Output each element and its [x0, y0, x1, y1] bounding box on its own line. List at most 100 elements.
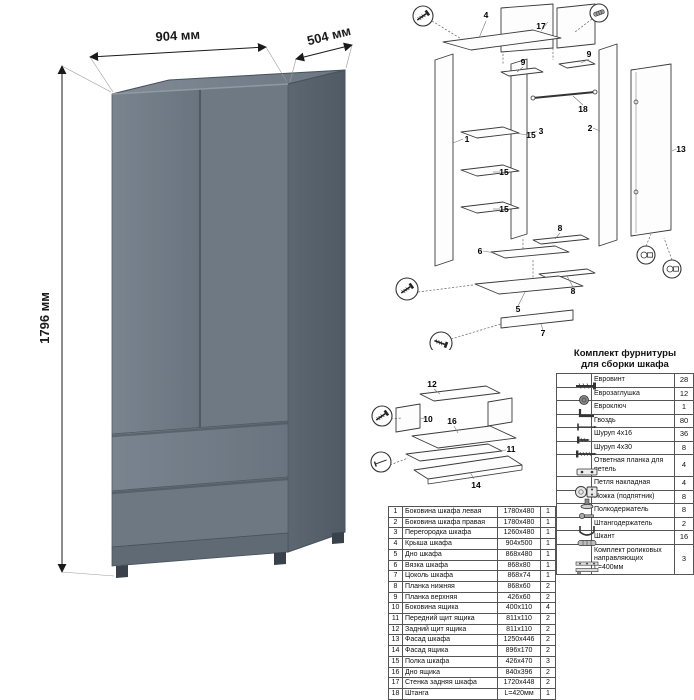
- hardware-qty: 3: [674, 543, 694, 575]
- part-size: 868x480: [497, 548, 541, 561]
- part-num: 6: [388, 559, 403, 572]
- part-label: 4: [484, 10, 489, 20]
- hardware-row: Петля накладная 4: [556, 476, 694, 499]
- part-num: 9: [388, 591, 403, 604]
- plinth: [111, 532, 289, 567]
- part-name: Перегородка шкафа: [402, 527, 498, 540]
- part-label: 12: [427, 379, 437, 389]
- hardware-name: Гвоздь: [591, 413, 675, 428]
- drawer-label-leaders: [419, 388, 507, 480]
- rail-holder-icon: [579, 525, 595, 536]
- part-size: 811x110: [497, 623, 541, 636]
- part-name: Стенка задняя шкафа: [402, 677, 498, 689]
- part-label: 1: [465, 134, 470, 144]
- dowel-icon: [577, 540, 597, 547]
- top-edge-highlight: [111, 83, 289, 95]
- hardware-table: Евровинт 28 Еврозаглушка 12 Евроключ 1 Г…: [556, 373, 694, 576]
- hardware-row: Комплект роликовых направляющих L=400мм …: [556, 543, 694, 576]
- part-label: 13: [676, 144, 686, 154]
- drawer-callouts: [370, 405, 409, 473]
- label-leaders: [452, 20, 677, 331]
- hardware-qty: 16: [674, 530, 694, 545]
- bottom-panel-5: [474, 275, 584, 295]
- shelf-15c: [460, 201, 520, 214]
- stretcher-6: [490, 245, 570, 259]
- top-plank-9a: [500, 67, 544, 77]
- part-name: Дно шкафа: [402, 548, 498, 561]
- hardware-name: Комплект роликовых направляющих L=400мм: [591, 543, 675, 575]
- door-right: [199, 83, 289, 429]
- drawer-slides-icon: [575, 561, 599, 576]
- shelf-15b: [460, 164, 520, 177]
- part-qty: 2: [540, 613, 556, 625]
- shelf-15a: [460, 126, 520, 139]
- plank-8a: [532, 234, 590, 245]
- part-name: Планка нижняя: [402, 580, 498, 593]
- hardware-qty: 80: [674, 413, 694, 428]
- part-name: Фасад ящика: [402, 645, 498, 657]
- part-size: 1780x480: [497, 516, 541, 529]
- leg: [274, 552, 286, 565]
- part-num: 4: [388, 538, 403, 550]
- hardware-qty: 8: [674, 440, 694, 455]
- part-qty: 1: [540, 559, 556, 572]
- part-label: 15: [499, 167, 509, 177]
- part-number-labels: 4 17 9 9 18 1 3 2 15 15 15 13 6 8 8 5 7: [465, 10, 686, 338]
- partition-3: [510, 58, 528, 240]
- part-label: 3: [539, 126, 544, 136]
- part-qty: 2: [540, 591, 556, 604]
- part-label: 16: [447, 416, 457, 426]
- back-panel-17b: [556, 3, 596, 49]
- side-panel-1: [434, 53, 454, 267]
- part-size: 868x80: [497, 559, 541, 572]
- leg: [332, 532, 344, 544]
- hardware-name: Еврозаглушка: [591, 386, 675, 401]
- hardware-name: Ножка (подпятник): [591, 489, 675, 504]
- plinth-7: [500, 309, 574, 329]
- part-num: 14: [388, 645, 403, 657]
- drawer-number-labels: 12 10 16 11 14: [423, 379, 515, 490]
- part-num: 8: [388, 580, 403, 593]
- hardware-qty: 12: [674, 386, 694, 401]
- door-13: [630, 63, 672, 237]
- part-name: Боковина шкафа левая: [402, 506, 498, 518]
- part-num: 3: [388, 527, 403, 540]
- part-qty: 1: [540, 570, 556, 582]
- part-num: 1: [388, 506, 403, 518]
- part-num: 17: [388, 677, 403, 689]
- drawer-groove-1: [111, 421, 289, 438]
- part-num: 11: [388, 613, 403, 625]
- part-qty: 1: [540, 548, 556, 561]
- door-left: [111, 88, 201, 435]
- dimension-width-label: 904 мм: [155, 27, 200, 44]
- hinge-icon: [575, 486, 598, 499]
- wardrobe-render: 904 мм 504 мм 1796 мм: [37, 23, 353, 578]
- part-size: 840x396: [497, 666, 541, 679]
- hardware-qty: 4: [674, 476, 694, 491]
- part-size: 1250x446: [497, 634, 541, 647]
- part-name: Дно ящика: [402, 666, 498, 679]
- euro-cap-icon: [579, 394, 589, 405]
- hardware-row: Еврозаглушка 12: [556, 386, 694, 405]
- part-label: 18: [578, 104, 588, 114]
- hardware-qty: 8: [674, 489, 694, 504]
- exploded-diagram: 4 17 9 9 18 1 3 2 15 15 15 13 6 8 8 5 7: [395, 3, 686, 350]
- part-qty: 2: [540, 634, 556, 647]
- part-num: 15: [388, 655, 403, 668]
- hardware-row: Шуруп 4x16 36: [556, 427, 694, 444]
- hardware-name: Полкодержатель: [591, 503, 675, 518]
- part-qty: 2: [540, 666, 556, 679]
- hardware-qty: 2: [674, 516, 694, 531]
- part-label: 6: [478, 246, 483, 256]
